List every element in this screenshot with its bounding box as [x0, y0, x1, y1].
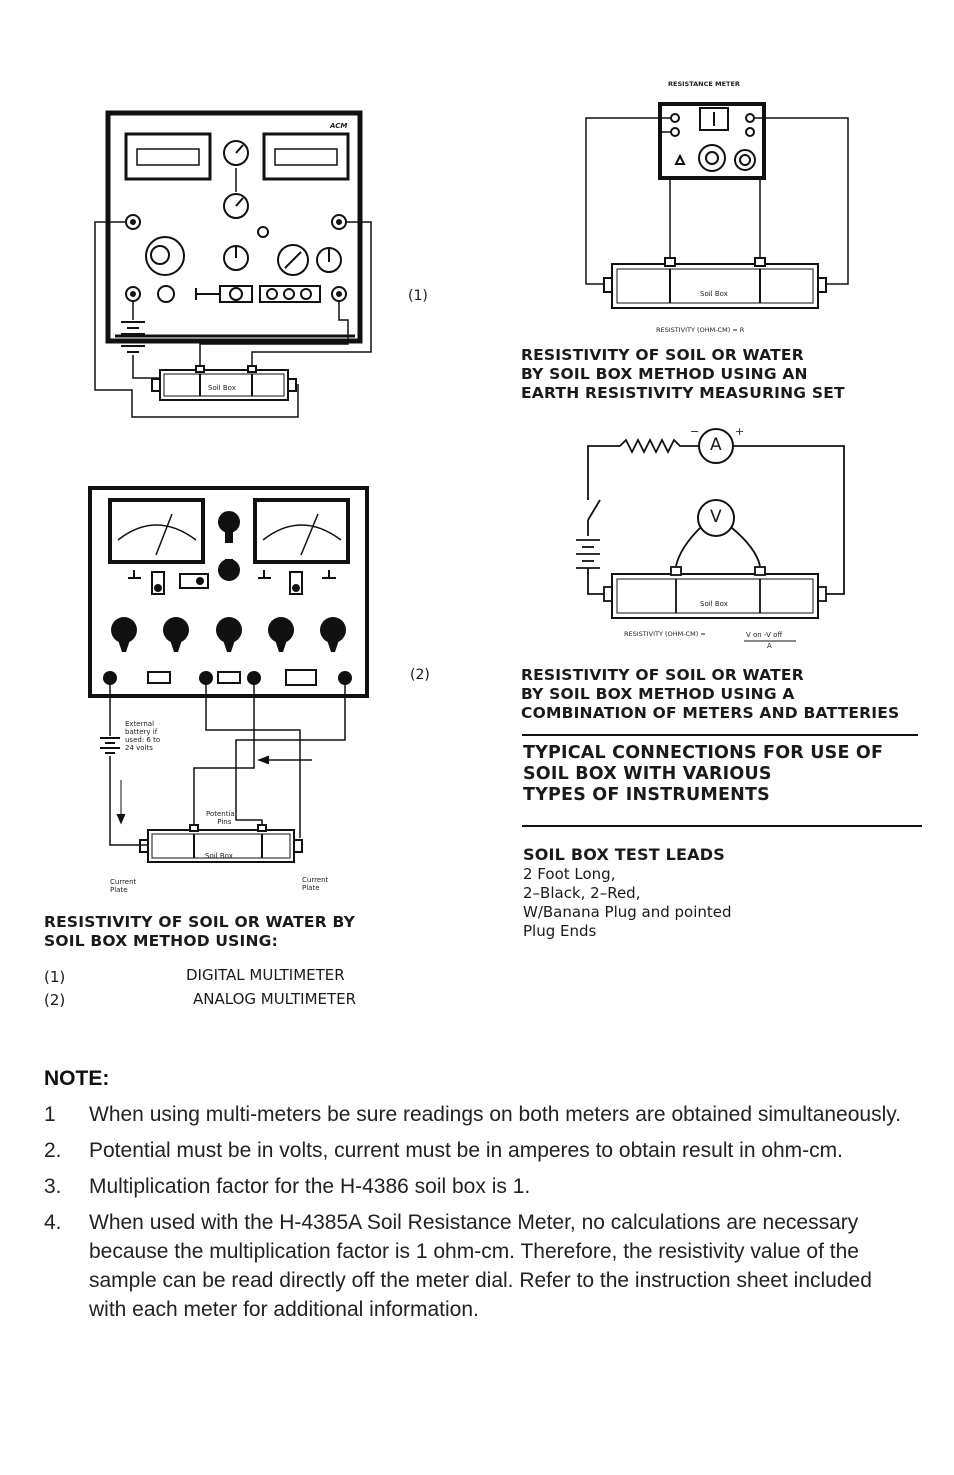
multimeter-case — [105, 110, 363, 344]
soil-box-4-label: Soil Box — [700, 600, 728, 608]
soil-box-3 — [611, 263, 819, 309]
test-leads-title: SOIL BOX TEST LEADS — [523, 845, 725, 864]
figure-3-formula: RESISTIVITY (OHM-CM) = R — [656, 326, 745, 334]
soil-box-2-label: Soil Box — [205, 852, 233, 860]
note-item: 1 When using multi-meters be sure readin… — [44, 1100, 904, 1129]
method-2-name: ANALOG MULTIMETER — [193, 990, 357, 1008]
potential-pins-label: Potential Pins — [206, 810, 237, 826]
meter-brand: ACM — [330, 122, 348, 130]
note-text: Multiplication factor for the H-4386 soi… — [89, 1175, 531, 1198]
test-leads-details: 2 Foot Long, 2–Black, 2–Red, W/Banana Pl… — [523, 865, 732, 940]
resistance-meter — [658, 102, 766, 180]
battery-note: External battery if used: 6 to 24 volts — [125, 720, 161, 752]
resistance-meter-title: RESISTANCE METER — [668, 80, 740, 88]
left-display — [124, 132, 212, 181]
note-item: 4. When used with the H-4385A Soil Resis… — [44, 1208, 904, 1324]
ammeter-label: A — [710, 435, 722, 455]
figure-4-formula-denominator: A — [767, 642, 772, 650]
method-1-name: DIGITAL MULTIMETER — [186, 966, 345, 984]
note-number: 4. — [44, 1211, 62, 1234]
soil-box-1-label: Soil Box — [208, 384, 236, 392]
figure-3-caption: RESISTIVITY OF SOIL OR WATER BY SOIL BOX… — [521, 346, 845, 402]
method-2-number: (2) — [44, 991, 66, 1009]
note-text: Potential must be in volts, current must… — [89, 1139, 844, 1162]
note-number: 1 — [44, 1103, 56, 1126]
left-caption: RESISTIVITY OF SOIL OR WATER BY SOIL BOX… — [44, 913, 356, 950]
ammeter-plus-sign: + — [735, 425, 745, 438]
soil-box-4 — [611, 573, 819, 619]
note-list: 1 When using multi-meters be sure readin… — [44, 1100, 904, 1331]
note-text: When used with the H-4385A Soil Resistan… — [89, 1211, 872, 1321]
figure-1-label: (1) — [408, 288, 428, 304]
figure-4-formula: RESISTIVITY (OHM-CM) = — [624, 630, 706, 638]
soil-box-3-label: Soil Box — [700, 290, 728, 298]
figure-2-label: (2) — [410, 667, 430, 683]
note-item: 2. Potential must be in volts, current m… — [44, 1136, 904, 1165]
note-item: 3. Multiplication factor for the H-4386 … — [44, 1172, 904, 1201]
note-title: NOTE: — [44, 1067, 110, 1090]
figure-4-caption: RESISTIVITY OF SOIL OR WATER BY SOIL BOX… — [521, 666, 900, 722]
voltmeter-label: V — [710, 507, 722, 527]
analog-meter-case — [88, 486, 369, 698]
current-plate-right-label: Current Plate — [302, 876, 329, 892]
current-plate-left-label: Current Plate — [110, 878, 137, 894]
right-display — [262, 132, 350, 181]
note-text: When using multi-meters be sure readings… — [89, 1103, 902, 1126]
ammeter-minus-sign: − — [690, 425, 700, 438]
left-analog-dial — [108, 498, 205, 564]
typical-connections-heading: TYPICAL CONNECTIONS FOR USE OF SOIL BOX … — [523, 743, 884, 805]
figure-4-formula-numerator: V on -V off — [746, 631, 783, 639]
method-1-number: (1) — [44, 968, 66, 986]
note-number: 3. — [44, 1175, 62, 1198]
note-number: 2. — [44, 1139, 62, 1162]
right-analog-dial — [253, 498, 350, 564]
